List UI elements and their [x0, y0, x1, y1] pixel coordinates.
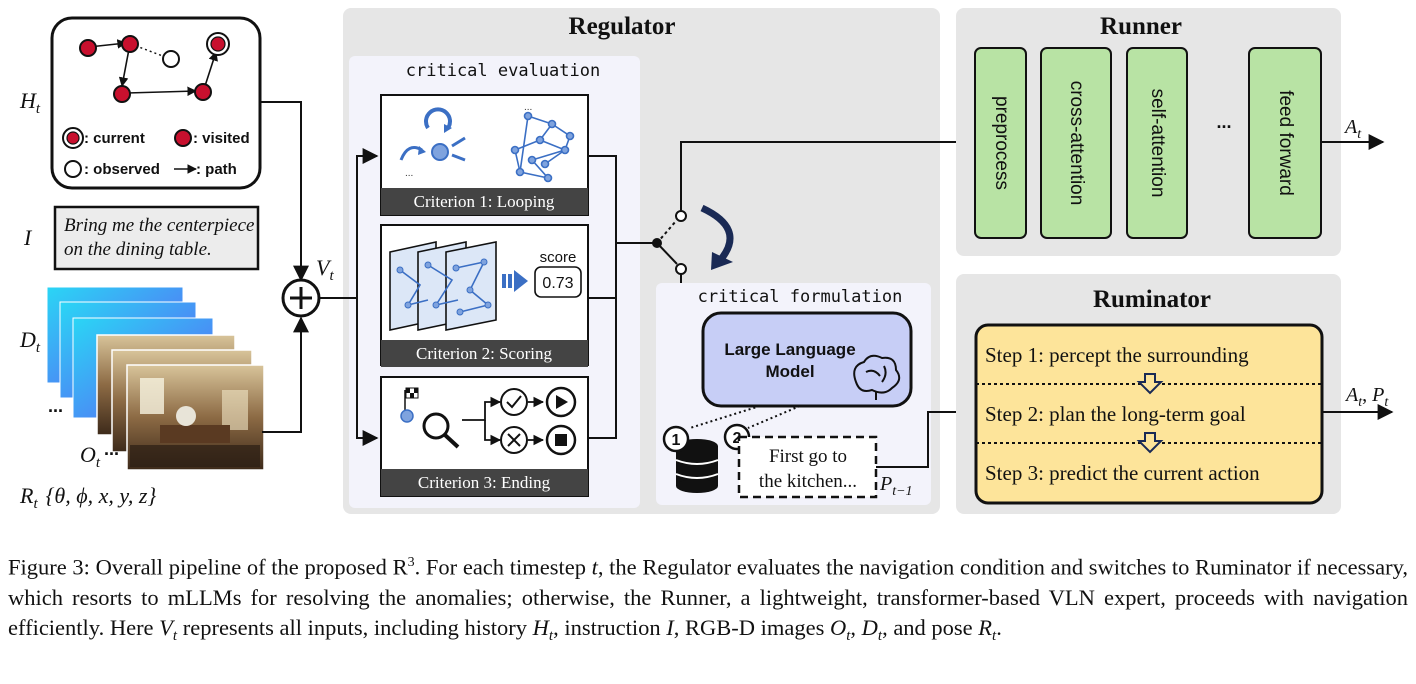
depth-ellipsis: ...	[48, 396, 63, 416]
visited-node	[113, 85, 131, 103]
svg-text:...: ...	[405, 168, 413, 179]
history-label: Ht	[19, 88, 41, 117]
score-arrow-icon	[502, 270, 528, 292]
runner-block-preprocess: preprocess	[974, 47, 1027, 239]
criterion3-label: Criterion 3: Ending	[418, 473, 551, 492]
rgb-label: Ot	[80, 442, 101, 471]
criterion2-card: Criterion 2: Scoring score 0.73	[380, 224, 589, 367]
criterion1-card: Criterion 1: Looping ... ...	[380, 94, 589, 216]
finish-flag-icon	[400, 387, 419, 423]
ruminator-step-3: Step 3: predict the current action	[985, 461, 1260, 485]
svg-text:...: ...	[524, 102, 532, 113]
criterion1-label: Criterion 1: Looping	[414, 192, 555, 211]
legend-observed: : observed	[84, 161, 160, 178]
rgb-images	[96, 334, 265, 471]
svg-text:preprocess: preprocess	[991, 96, 1012, 190]
ruminator-title: Ruminator	[1093, 286, 1211, 313]
ruminator-output-label: At, Pt	[1344, 384, 1389, 410]
fusion-label: Vt	[316, 255, 334, 284]
legend-current: : current	[84, 130, 145, 147]
svg-text:self-attention: self-attention	[1147, 89, 1168, 198]
legend-visited-icon	[174, 129, 192, 147]
switch-rotate-icon	[700, 204, 734, 261]
regulator-title: Regulator	[569, 13, 676, 40]
memory-box	[737, 435, 878, 499]
runner-ellipsis: ...	[1216, 112, 1231, 132]
critical-evaluation-label: critical evaluation	[406, 61, 600, 81]
step-badge-1	[662, 425, 690, 453]
critical-formulation-label: critical formulation	[698, 287, 903, 307]
switch	[652, 204, 734, 275]
rgb-ellipsis: ...	[104, 439, 119, 459]
ruminator-step-1: Step 1: percept the surrounding	[985, 343, 1249, 367]
criterion3-card: Criterion 3: Ending	[380, 376, 589, 497]
trajectory-cards-icon	[389, 241, 497, 331]
instruction-label: I	[23, 225, 33, 250]
legend-observed-icon	[64, 160, 82, 178]
figure-caption: Figure 3: Overall pipeline of the propos…	[8, 554, 1409, 645]
criterion2-label: Criterion 2: Scoring	[416, 344, 552, 363]
ruminator-step-2: Step 2: plan the long-term goal	[985, 402, 1246, 426]
pose-label: Rt{θ, ϕ, x, y, z}	[19, 483, 156, 512]
runner-output-label: At	[1343, 116, 1362, 142]
visited-node	[194, 83, 212, 101]
svg-text:feed forward: feed forward	[1275, 90, 1296, 196]
score-label: score	[540, 249, 577, 266]
svg-text:cross-attention: cross-attention	[1066, 81, 1087, 206]
legend-visited: : visited	[193, 130, 250, 147]
graph-icon: ...	[510, 102, 575, 183]
prev-plan-label: Pt−1	[879, 473, 913, 499]
brain-icon	[853, 354, 901, 400]
score-box	[534, 266, 582, 298]
check-icon	[500, 388, 528, 416]
step-badge-1-label: 1	[672, 432, 681, 449]
llm-box	[701, 311, 913, 408]
runner-block-feed-forward: feed forward	[1248, 47, 1322, 239]
runner-block-cross-attention: cross-attention	[1040, 47, 1112, 239]
visited-node	[121, 35, 139, 53]
ruminator-steps-box	[974, 323, 1324, 505]
history-graph: : current : visited : observed : path	[50, 16, 262, 190]
database-icon	[675, 439, 719, 493]
runner-block-self-attention: self-attention	[1126, 47, 1188, 239]
step-badge-2-label: 2	[733, 430, 742, 447]
runner-title: Runner	[1100, 13, 1182, 40]
visited-node	[79, 39, 97, 57]
pipeline-diagram: : current : visited : observed : path Ht…	[19, 8, 1394, 514]
score-value: 0.73	[542, 275, 573, 292]
search-icon	[422, 412, 460, 449]
down-arrow-icon	[1136, 373, 1164, 395]
down-arrow-icon	[1136, 432, 1164, 454]
legend-path: : path	[196, 161, 237, 178]
observed-node	[162, 50, 180, 68]
loop-icon: ...	[399, 107, 466, 179]
depth-label: Dt	[19, 327, 41, 356]
